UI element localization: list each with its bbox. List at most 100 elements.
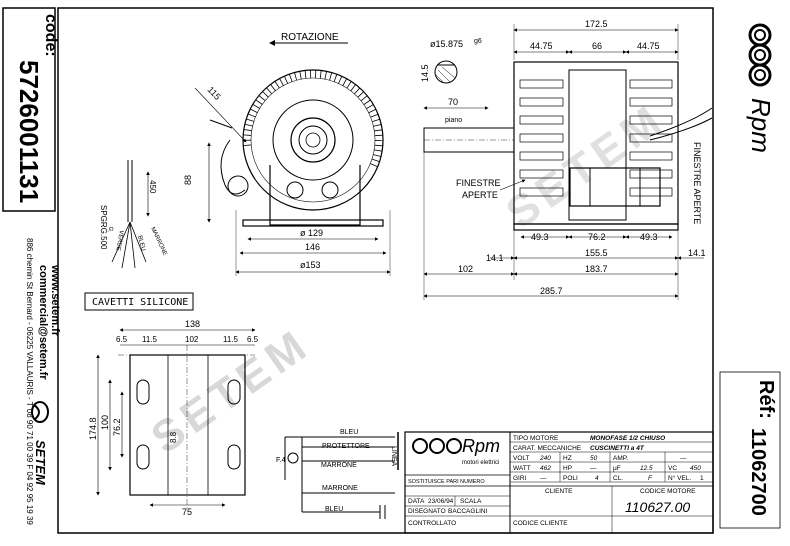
code-label: code:: [42, 14, 59, 57]
cooling-fin: [366, 105, 373, 109]
rpm-logo-right: Rpm: [746, 25, 776, 153]
cooling-fin: [266, 88, 271, 94]
base-dim-76-2: 76.2: [112, 418, 122, 436]
cooling-fin: [289, 74, 292, 82]
dim-44-75-a: 44.75: [530, 41, 553, 51]
dim-14-1-b: 14.1: [688, 248, 706, 258]
shaft-diameter: ø15.875: [430, 39, 463, 49]
cl-label: CL.: [613, 475, 623, 482]
poli-value: 4: [595, 475, 599, 482]
ref-label: Réf:: [755, 380, 777, 419]
tipo-motore-value: MONOFASE 1/2 CHIUSO: [590, 435, 665, 442]
code-value: 5726001131: [14, 60, 44, 203]
wiring-marrone-1: MARRONE: [321, 462, 357, 469]
cooling-fin: [280, 78, 284, 85]
cooling-fin: [271, 84, 276, 90]
carat-label: CARAT. MECCANICHE: [513, 445, 582, 452]
dim-49-3-a: 49.3: [531, 232, 549, 242]
piano-label: piano: [445, 117, 462, 124]
base-dim-75: 75: [182, 507, 192, 517]
hp-value: —: [590, 465, 597, 472]
cooling-fin: [320, 70, 321, 78]
hz-value: 50: [590, 455, 598, 462]
finestre-aperte-a: FINESTRE: [456, 178, 501, 188]
base-dim-8-8: 8.8: [169, 431, 178, 443]
cooling-fin: [250, 109, 257, 113]
side-fin: [630, 80, 672, 88]
base-dim-6-5-a: 6.5: [116, 335, 128, 344]
finestre-aperte-v: FINESTRE APERTE: [692, 142, 702, 224]
cooling-fin: [375, 145, 383, 146]
cooling-fin: [256, 100, 263, 105]
cooling-fin: [246, 119, 254, 121]
dim-172-5: 172.5: [585, 19, 608, 29]
side-fin: [630, 170, 672, 178]
cooling-fin: [361, 96, 367, 101]
watermark-2: SETEM: [498, 94, 675, 238]
cooling-fin: [243, 135, 251, 136]
cooling-fin: [339, 76, 342, 83]
data-value: 23/06/94: [428, 498, 454, 505]
amp-value: —: [680, 455, 687, 462]
sostituisce-label: SOSTITUISCE PARI NUMERO: [408, 479, 485, 485]
shaft-tolerance: g6: [474, 38, 482, 45]
dim-76-2: 76.2: [588, 232, 606, 242]
tipo-motore-label: TIPO MOTORE: [513, 435, 559, 442]
side-fin: [520, 134, 563, 142]
front-view: ROTAZIONE 115 88 ø 129 146 ø153: [183, 32, 390, 276]
base-dim-100: 100: [100, 415, 110, 430]
hp-label: HP: [563, 465, 572, 472]
silicone-label: CAVETTI SILICONE: [92, 297, 188, 308]
nvel-value: 1: [700, 475, 704, 482]
cl-value: F: [648, 475, 653, 482]
base-dim-6-5-b: 6.5: [247, 335, 259, 344]
cooling-fin: [305, 70, 306, 78]
volt-value: 240: [539, 455, 551, 462]
cooling-fin: [334, 74, 337, 82]
rpm-brand-right: Rpm: [746, 98, 776, 153]
cable-len-450: 450: [148, 180, 157, 194]
dim-44-75-b: 44.75: [637, 41, 660, 51]
cooling-fin: [369, 109, 376, 113]
codice-cliente-label: CODICE CLIENTE: [513, 520, 568, 527]
cable-drawing: 450 SPGRG.500 MARRONE BLEU VERDE G.: [99, 160, 168, 268]
base-dim-11-5-b: 11.5: [223, 335, 239, 344]
nvel-label: N° VEL.: [668, 474, 691, 482]
dim-88: 88: [183, 175, 193, 185]
address-text: 886 chemin St Bernard - 06225 VALLAURIS …: [25, 238, 34, 525]
cooling-fin: [295, 72, 297, 80]
cooling-fin: [358, 92, 364, 98]
dim-102: 102: [458, 264, 473, 274]
data-label: DATA: [408, 498, 425, 505]
amp-label: AMP.: [613, 455, 628, 462]
cooling-fin: [374, 150, 382, 151]
cooling-fin: [373, 155, 381, 157]
vc-label: VC: [668, 465, 677, 472]
wiring-linea: LINEA: [390, 446, 397, 467]
dim-183-7: 183.7: [585, 264, 608, 274]
cooling-fin: [263, 91, 269, 97]
dim-14-5: 14.5: [420, 64, 430, 82]
dim-49-3-b: 49.3: [640, 232, 658, 242]
cooling-fin: [370, 164, 377, 167]
wiring-diagram: BLEU PROTETTORE MARRONE F.4 LINEA MARRON…: [276, 429, 398, 519]
cooling-fin: [253, 104, 260, 108]
cooling-fin: [275, 81, 279, 88]
vc-value: 450: [690, 465, 701, 472]
wiring-bleu-1: BLEU: [340, 429, 358, 436]
codice-motore-value: 110627.00: [625, 499, 690, 515]
dim-155-5: 155.5: [585, 248, 608, 258]
wire-bleu: BLEU: [136, 235, 146, 252]
cooling-fin: [371, 114, 378, 117]
disegnato-label: DISEGNATO: [408, 508, 446, 515]
cooling-fin: [372, 119, 380, 121]
dim-146: 146: [305, 242, 320, 252]
dim-14-1-a: 14.1: [486, 253, 504, 263]
cooling-fin: [259, 96, 265, 101]
poli-label: POLI: [563, 475, 578, 482]
website-text: www.setem.fr: [49, 264, 61, 337]
title-block-text: Rpm motori elettrici TIPO MOTORE MONOFAS…: [408, 435, 704, 527]
dim-129: ø 129: [300, 228, 323, 238]
